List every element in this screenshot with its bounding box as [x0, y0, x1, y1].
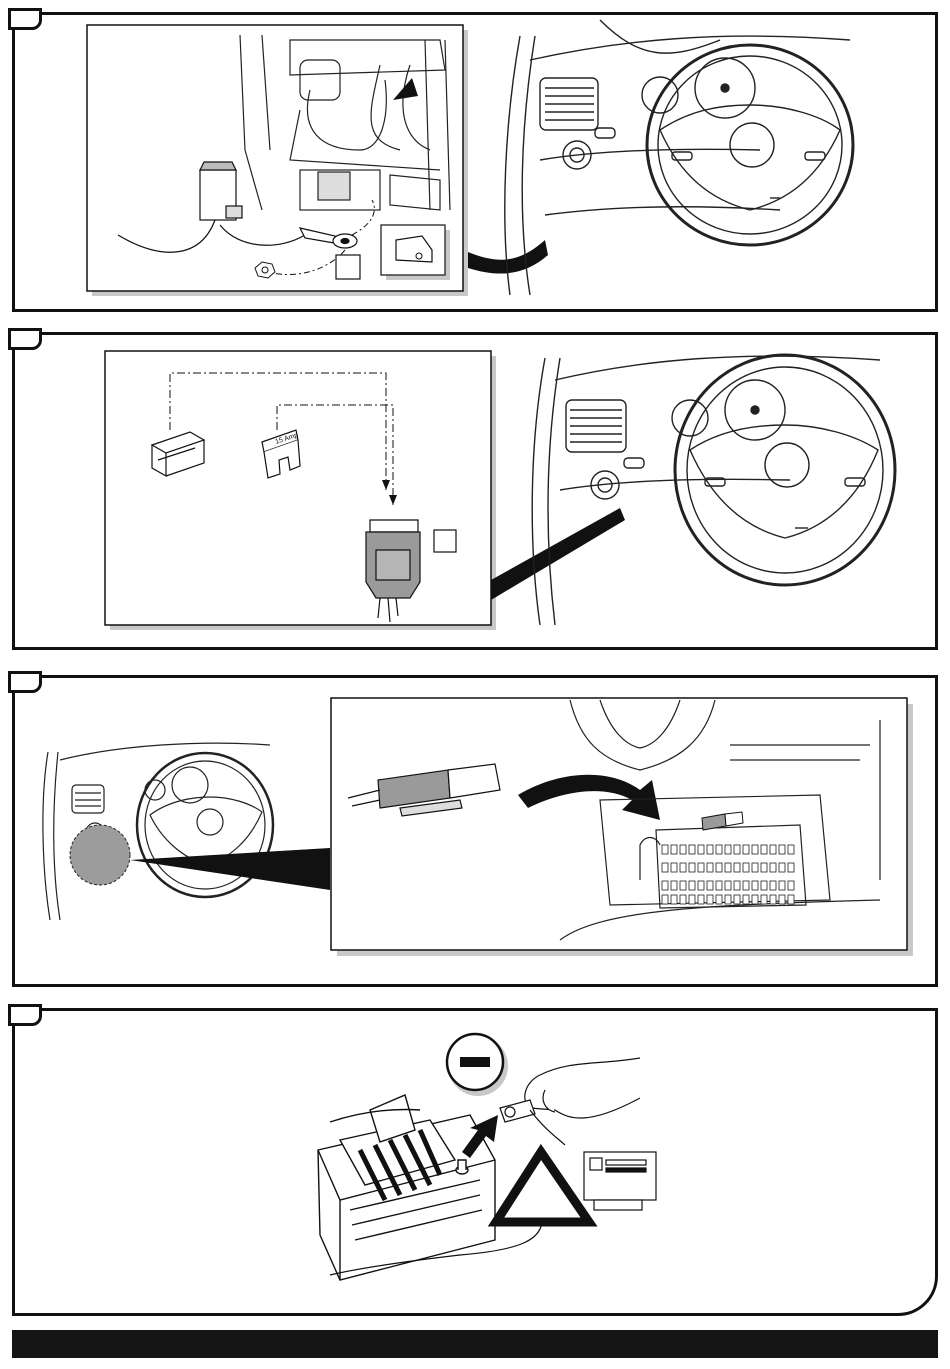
warning-triangle-icon	[496, 1152, 589, 1222]
negative-terminal-icon	[447, 1034, 508, 1096]
footer-bar	[12, 1330, 938, 1358]
step-4-illustration	[0, 0, 950, 1330]
battery-drawing	[318, 1095, 495, 1280]
manual-reference-icon	[584, 1152, 656, 1210]
hand-with-terminal	[500, 1058, 640, 1145]
